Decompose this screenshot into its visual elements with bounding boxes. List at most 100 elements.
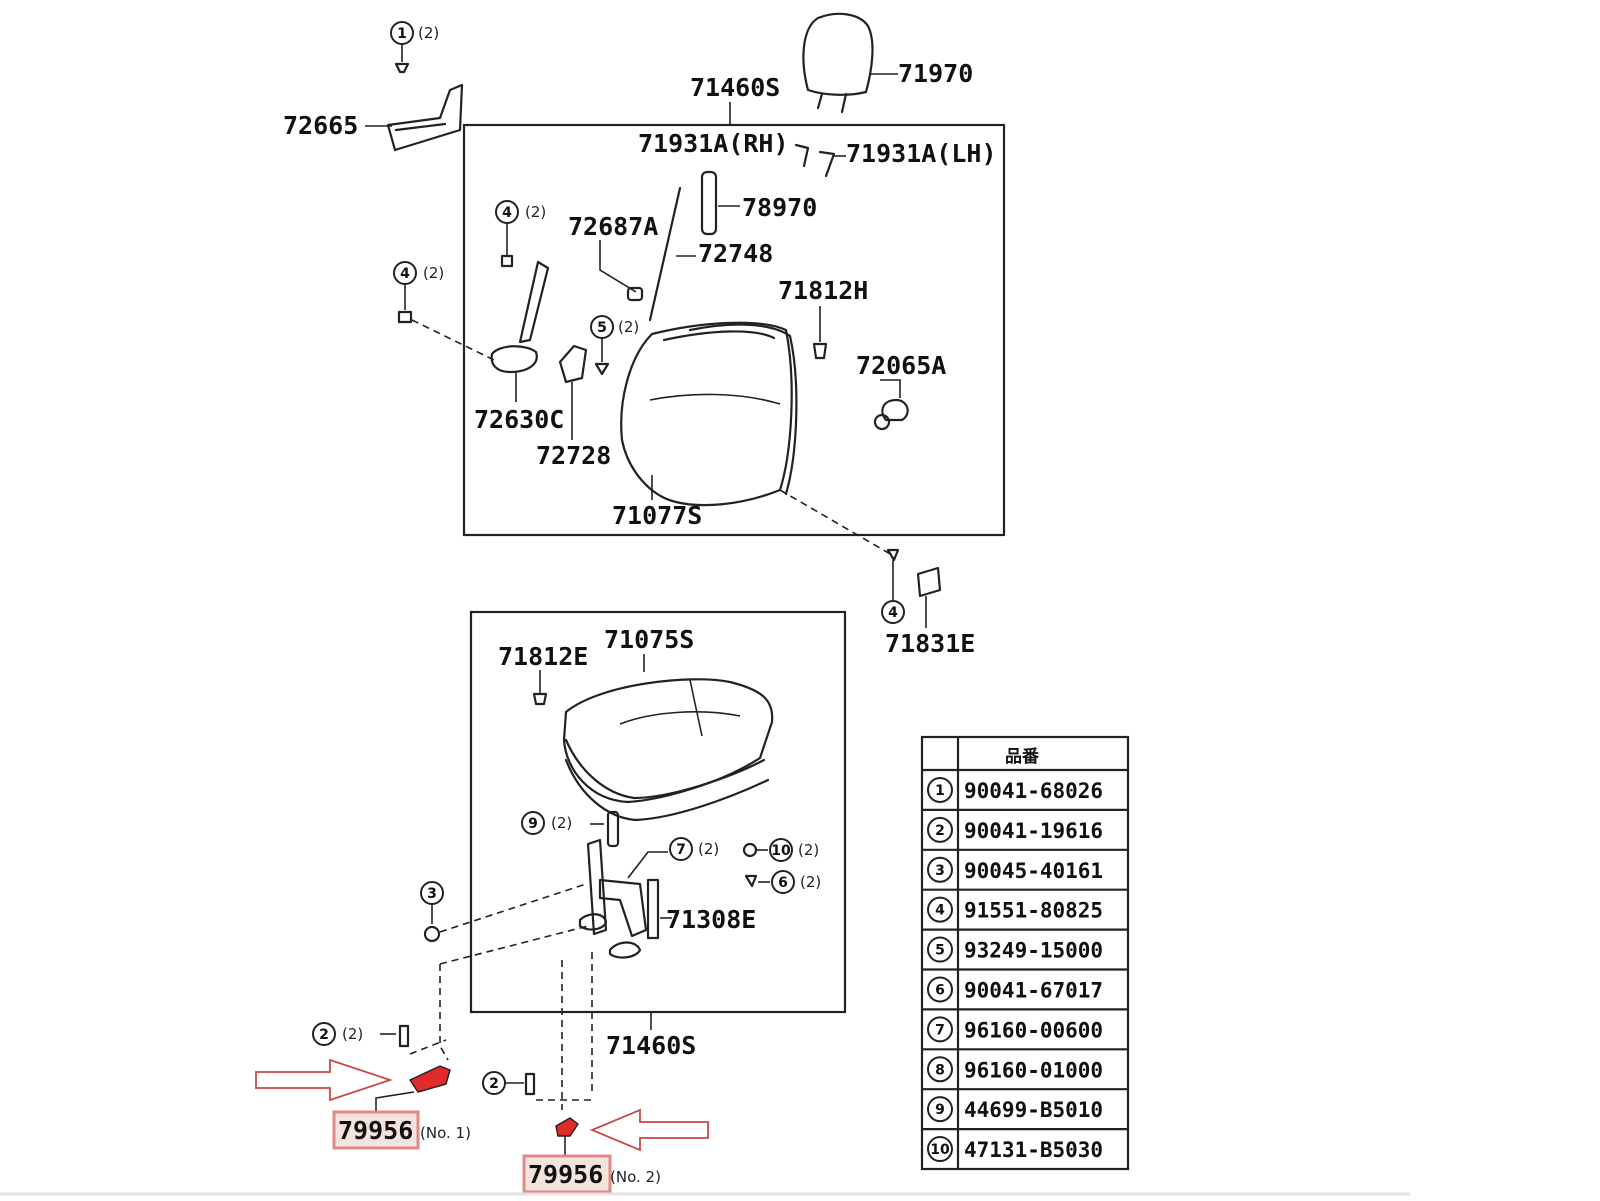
label-71077s: 71077S [612,501,702,530]
qty-7: (2) [698,840,719,858]
ref-bolt-10[interactable]: 10 [742,838,793,862]
qty-4a: (2) [525,203,546,221]
label-72065a: 72065A [856,351,946,380]
table-ref-circle [927,1016,953,1043]
qty-5: (2) [618,318,639,336]
table-part-number[interactable]: 90041-19616 [964,819,1103,843]
table-header: 品番 [1005,747,1040,767]
ref-bolt-1[interactable]: 1 [390,21,414,74]
table-ref-number: 1 [935,783,945,799]
label-71812e: 71812E [498,642,588,671]
table-ref-circle [927,776,953,803]
frame-71308e[interactable] [578,838,672,959]
cover-71831e[interactable] [886,548,942,628]
pointer-arrow-left [255,1058,393,1102]
ref-nut-7[interactable]: 7 [627,837,693,879]
clip-71812e[interactable] [532,670,548,706]
table-part-number[interactable]: 47131-B5030 [964,1138,1103,1162]
seat-track-cover-79956-no2[interactable] [555,1117,579,1158]
table-ref-number: 7 [935,1022,945,1038]
ref-bolt-9[interactable]: 9 [521,810,620,848]
qty-10: (2) [798,841,819,859]
label-79956-no2[interactable]: 79956 [528,1160,603,1189]
note-79956-no2: (No. 2) [610,1168,661,1186]
clip-71812h[interactable] [812,306,828,360]
ref-washer-5[interactable]: 5 [590,315,614,376]
cover-72728[interactable] [558,344,588,440]
qty-6: (2) [800,873,821,891]
table-ref-circle [927,1056,953,1083]
table-part-number[interactable]: 96160-00600 [964,1018,1103,1042]
label-72630c: 72630C [474,405,564,434]
ref-bolt-2-middle[interactable]: 2 [482,1071,536,1096]
table-ref-number: 9 [935,1102,945,1118]
table-part-number[interactable]: 93249-15000 [964,939,1103,963]
seat-cushion-71075s[interactable] [562,678,774,822]
table-ref-number: 8 [935,1062,945,1078]
seatback-group-frame [462,123,1006,537]
table-part-number[interactable]: 96160-01000 [964,1058,1103,1082]
table-ref-circle [927,856,953,883]
table-part-number[interactable]: 90045-40161 [964,859,1103,883]
part-78970[interactable] [700,170,740,236]
label-71075s: 71075S [604,625,694,654]
ref-9-number: 9 [528,816,538,832]
label-71308e: 71308E [666,905,756,934]
pointer-arrow-right [589,1108,709,1152]
ref-7-number: 7 [676,842,686,858]
bracket-72665[interactable] [365,83,464,152]
qty-2a: (2) [342,1025,363,1043]
table-ref-circle [927,816,953,843]
headrest-support-71931a[interactable] [794,143,846,178]
qty-9: (2) [551,814,572,832]
table-ref-circle [927,936,953,963]
ref-4a-number: 4 [502,205,512,221]
label-71931a-lh: 71931A(LH) [846,139,997,168]
label-72665: 72665 [283,111,358,140]
label-71460s-bottom: 71460S [606,1031,696,1060]
table-ref-circle [927,896,953,923]
qty-4b: (2) [423,264,444,282]
ref-bolt-2-left[interactable]: 2 [312,1022,410,1048]
table-ref-number: 5 [935,943,945,959]
seat-track-cover-79956-no1[interactable] [375,1065,451,1112]
ref-6-number: 6 [778,875,788,891]
table-part-number[interactable]: 90041-68026 [964,779,1103,803]
label-71812h: 71812H [778,276,868,305]
table-ref-number: 4 [935,903,945,919]
headrest-71970[interactable] [802,12,898,114]
qty-1: (2) [418,24,439,42]
table-ref-number: 6 [935,982,945,998]
table-part-number[interactable]: 44699-B5010 [964,1098,1103,1122]
ref-4b-number: 4 [400,266,410,282]
rod-72748[interactable] [599,186,696,322]
table-ref-number: 2 [935,823,945,839]
highlight-79956-no1 [332,1110,420,1150]
label-72748: 72748 [698,239,773,268]
label-71931a-rh: 71931A(RH) [638,129,789,158]
table-ref-number: 10 [930,1142,950,1158]
ref-washer-6[interactable]: 6 [744,870,795,894]
seatback-pad-71077s[interactable] [620,321,798,507]
knob-72065a[interactable] [873,379,909,431]
ref-3-number: 3 [427,886,437,902]
ref-5-number: 5 [597,320,607,336]
ref-nut-4-upper[interactable]: 4 [495,200,519,268]
ref-nut-4-right[interactable]: 4 [881,600,905,624]
table-part-number[interactable]: 91551-80825 [964,899,1103,923]
ref-10-number: 10 [771,843,791,859]
table-part-number[interactable]: 90041-67017 [964,978,1103,1002]
table-ref-circle [927,1096,953,1123]
ref-nut-4-left[interactable]: 4 [393,261,417,324]
table-ref-number: 3 [935,863,945,879]
label-71831e: 71831E [885,629,975,658]
ref-1-number: 1 [397,26,407,42]
label-79956-no1[interactable]: 79956 [338,1116,413,1145]
part-number-table: 品番 1 90041-68026 2 90041-19616 3 90045-40161 4… [920,735,1130,1171]
ref-2b-number: 2 [489,1076,499,1092]
ref-bolt-3[interactable]: 3 [420,881,444,943]
highlight-79956-no2 [522,1154,612,1194]
recliner-72630c[interactable] [490,260,550,402]
label-72687a: 72687A [568,212,658,241]
